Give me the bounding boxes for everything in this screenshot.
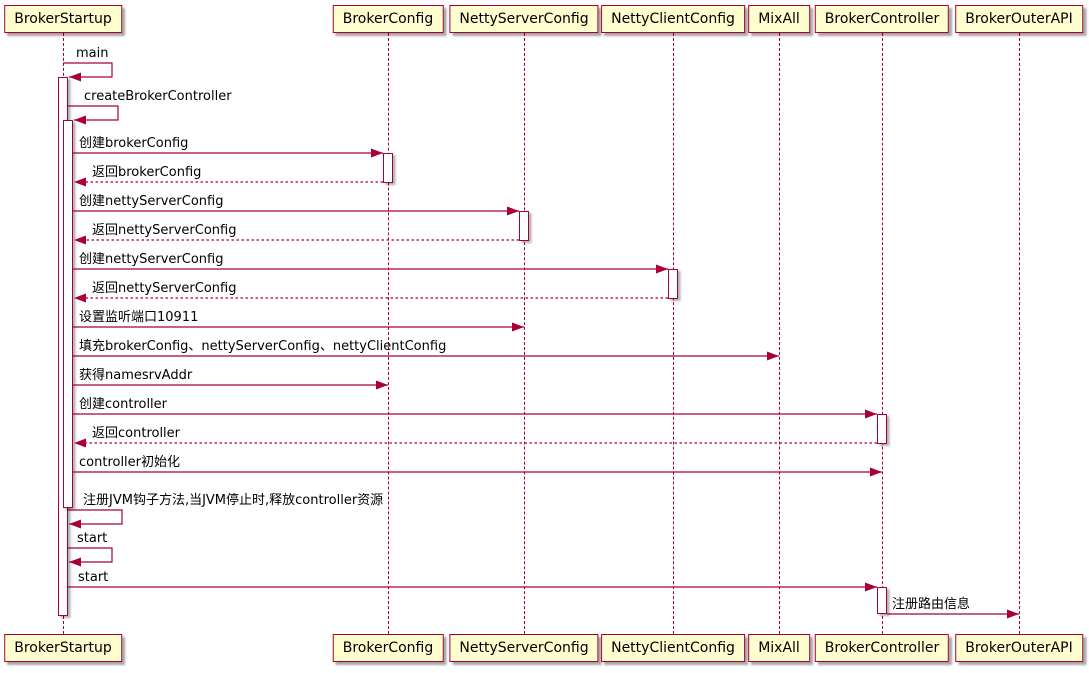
message-label: 设置监听端口10911 — [79, 310, 199, 325]
lifeline-BrokerOuterAPI — [1019, 33, 1020, 634]
message-label: 返回nettyServerConfig — [92, 281, 237, 296]
message-10-solid-arrowhead — [376, 380, 388, 390]
participant-top-BrokerStartup: BrokerStartup — [4, 5, 122, 33]
lifeline-BrokerConfig — [388, 33, 389, 634]
message-label: createBrokerController — [84, 89, 232, 104]
message-label: 返回controller — [92, 426, 181, 441]
message-17-solid-arrowhead — [1007, 609, 1019, 619]
participant-top-BrokerConfig: BrokerConfig — [332, 5, 444, 33]
activation-bar-NettyServerConfig — [519, 211, 529, 241]
lifeline-NettyServerConfig — [524, 33, 525, 634]
message-14-self-arrowhead — [69, 519, 81, 529]
message-label: 返回nettyServerConfig — [92, 223, 237, 238]
message-1-self-line — [68, 105, 119, 121]
message-label: 注册路由信息 — [892, 597, 971, 612]
message-label: 创建controller — [79, 397, 168, 412]
message-label: 获得namesrvAddr — [79, 368, 193, 383]
activation-bar-BrokerController — [877, 414, 887, 444]
participant-bottom-BrokerController: BrokerController — [814, 634, 950, 662]
message-6-solid-arrowhead — [656, 264, 668, 274]
message-8-solid-arrowhead — [512, 322, 524, 332]
participant-top-NettyClientConfig: NettyClientConfig — [601, 5, 745, 33]
message-13-solid-arrowhead — [870, 467, 882, 477]
message-0-self-arrowhead — [69, 72, 81, 82]
message-label: 注册JVM钩子方法,当JVM停止时,释放controller资源 — [83, 493, 384, 508]
lifeline-NettyClientConfig — [673, 33, 674, 634]
activation-bar-BrokerController — [877, 587, 887, 614]
participant-top-NettyServerConfig: NettyServerConfig — [449, 5, 599, 33]
message-1-self-arrowhead — [74, 115, 86, 125]
participant-bottom-BrokerStartup: BrokerStartup — [4, 634, 122, 662]
message-label: start — [78, 570, 109, 585]
lifeline-BrokerController — [882, 33, 883, 634]
message-label: start — [77, 531, 108, 546]
lifeline-MixAll — [779, 33, 780, 634]
message-7-return-arrowhead — [74, 293, 86, 303]
message-label: 返回brokerConfig — [92, 165, 202, 180]
message-0-self-line — [63, 62, 113, 78]
message-label: 创建nettyServerConfig — [79, 252, 224, 267]
activation-bar-BrokerStartup — [63, 120, 73, 508]
participant-bottom-NettyClientConfig: NettyClientConfig — [601, 634, 745, 662]
message-15-self-arrowhead — [69, 557, 81, 567]
participant-bottom-BrokerOuterAPI: BrokerOuterAPI — [955, 634, 1083, 662]
message-3-return-arrowhead — [74, 177, 86, 187]
participant-top-BrokerOuterAPI: BrokerOuterAPI — [955, 5, 1083, 33]
message-label: controller初始化 — [79, 455, 181, 470]
message-2-solid-arrowhead — [371, 148, 383, 158]
message-16-solid-arrowhead — [865, 582, 877, 592]
participant-bottom-NettyServerConfig: NettyServerConfig — [449, 634, 599, 662]
activation-bar-BrokerConfig — [383, 153, 393, 183]
message-label: 填充brokerConfig、nettyServerConfig、nettyCl… — [79, 339, 447, 354]
message-5-return-arrowhead — [74, 235, 86, 245]
participant-top-MixAll: MixAll — [748, 5, 810, 33]
participant-bottom-BrokerConfig: BrokerConfig — [332, 634, 444, 662]
participant-bottom-MixAll: MixAll — [748, 634, 810, 662]
message-14-self-line — [68, 509, 123, 525]
message-label: 创建brokerConfig — [79, 136, 189, 151]
message-12-return-arrowhead — [74, 438, 86, 448]
message-15-self-line — [68, 547, 113, 563]
message-label: main — [76, 46, 109, 61]
message-4-solid-arrowhead — [507, 206, 519, 216]
participant-top-BrokerController: BrokerController — [814, 5, 950, 33]
message-11-solid-arrowhead — [865, 409, 877, 419]
message-9-solid-arrowhead — [767, 351, 779, 361]
message-label: 创建nettyServerConfig — [79, 194, 224, 209]
activation-bar-NettyClientConfig — [668, 269, 678, 299]
